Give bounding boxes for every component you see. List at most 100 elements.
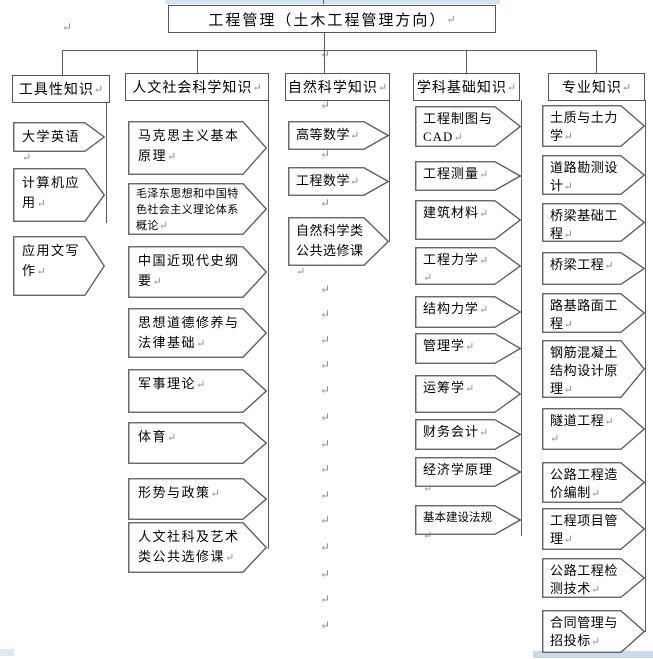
course-shape[interactable]: 人文社科及艺术类公共选修课↵ <box>128 522 267 573</box>
course-shape[interactable]: 马克思主义基本原理↵ <box>128 121 267 175</box>
paragraph-mark-icon: ↵ <box>563 534 573 546</box>
paragraph-mark-icon: ↵ <box>479 255 489 267</box>
connector-line <box>62 50 596 51</box>
course-shape[interactable]: 应用文写作↵ <box>13 236 105 296</box>
course-shape[interactable]: 路基路面工程↵ <box>542 293 645 333</box>
course-shape[interactable]: 财务会计↵ <box>415 419 521 450</box>
course-label: 土质与土力学↵ <box>550 110 619 143</box>
course-shape[interactable]: 基本建设法规↵ <box>415 505 521 542</box>
paragraph-mark-icon: ↵ <box>93 83 104 96</box>
paragraph-mark-icon: ↵ <box>590 636 601 648</box>
category-label: 自然科学知识 <box>287 81 378 96</box>
course-shape[interactable]: 军事理论↵ <box>128 369 267 413</box>
category-header-discipline-basics[interactable]: 学科基础知识↵ <box>413 73 520 101</box>
course-label: 工程制图与CAD↵ <box>423 111 494 144</box>
course-label: 建筑材料↵ <box>423 205 489 220</box>
paragraph-mark-icon: ↵ <box>563 384 573 396</box>
paragraph-mark-icon: ↵ <box>446 13 456 26</box>
course-shape[interactable]: 建筑材料↵ <box>415 200 521 240</box>
connector-line <box>62 50 63 75</box>
course-shape[interactable]: 工程数学↵ <box>288 167 389 196</box>
paragraph-mark-icon: ↵ <box>350 176 360 188</box>
course-label: 工程力学↵↵ <box>415 247 521 286</box>
paragraph-mark-icon: ↵ <box>320 196 331 210</box>
paragraph-mark-icon: ↵ <box>465 383 475 395</box>
course-label: 钢筋混凝土结构设计原理↵ <box>550 345 619 396</box>
paragraph-mark-icon: ↵ <box>320 282 331 296</box>
course-shape[interactable]: 自然科学类公共选修课↵ <box>288 217 389 278</box>
course-shape[interactable]: 桥梁基础工程↵ <box>542 203 645 242</box>
course-shape[interactable]: 计算机应用↵ <box>13 168 105 222</box>
course-shape[interactable]: 桥梁工程↵ <box>542 252 645 285</box>
paragraph-mark-icon: ↵ <box>196 338 206 350</box>
category-header-tools[interactable]: 工具性知识↵ <box>12 75 110 103</box>
course-label: 运筹学↵ <box>423 380 475 395</box>
course-shape[interactable]: 思想道德修养与法律基础↵ <box>128 308 267 358</box>
category-label: 工具性知识 <box>18 83 94 98</box>
course-shape[interactable]: 经济学原理↵ <box>415 457 521 495</box>
course-shape[interactable]: 工程测量↵ <box>415 161 521 191</box>
course-shape[interactable]: 钢筋混凝土结构设计原理↵ <box>542 340 645 398</box>
course-shape[interactable]: 毛泽东思想和中国特色社会主义理论体系概论↵ <box>128 183 267 235</box>
paragraph-mark-icon: ↵ <box>563 181 573 193</box>
course-label: 管理学↵ <box>423 338 475 353</box>
column-line <box>389 100 390 242</box>
course-shape[interactable]: 中国近现代史纲要↵ <box>128 246 267 298</box>
course-label: 思想道德修养与法律基础↵ <box>138 315 240 350</box>
course-shape[interactable]: 大学英语↵ <box>13 122 105 164</box>
column-line <box>521 100 522 536</box>
course-label: 合同管理与招投标↵ <box>550 615 619 648</box>
course-label: 财务会计↵ <box>423 424 489 439</box>
course-shape[interactable]: 管理学↵ <box>415 333 521 364</box>
selection-artifact-corner <box>0 649 14 656</box>
course-shape[interactable]: 土质与土力学↵ <box>542 105 645 147</box>
paragraph-mark-icon: ↵ <box>479 304 489 316</box>
paragraph-mark-icon: ↵ <box>604 260 614 272</box>
paragraph-mark-icon: ↵ <box>36 198 46 210</box>
diagram-title-box[interactable]: 工程管理（土木工程管理方向）↵ <box>168 5 496 33</box>
course-shape[interactable]: 工程项目管理↵ <box>542 508 645 550</box>
paragraph-mark-icon: ↵ <box>36 266 46 278</box>
course-label: 桥梁工程↵ <box>550 257 614 272</box>
category-header-humanities[interactable]: 人文社会科学知识↵ <box>125 73 269 101</box>
course-shape[interactable]: 结构力学↵ <box>415 296 521 328</box>
course-shape[interactable]: 运筹学↵ <box>415 375 521 413</box>
connector-line <box>324 32 325 73</box>
course-shape[interactable]: 公路工程造价编制↵ <box>542 462 645 503</box>
course-label: 军事理论↵ <box>138 376 206 391</box>
paragraph-mark-icon: ↵ <box>320 592 331 606</box>
paragraph-mark-icon: ↵ <box>479 427 489 439</box>
paragraph-mark-icon: ↵ <box>320 462 331 476</box>
column-line <box>645 100 646 632</box>
paragraph-mark-icon: ↵ <box>320 540 331 554</box>
course-label: 计算机应用↵ <box>22 175 81 210</box>
course-shape[interactable]: 工程力学↵↵ <box>415 247 521 285</box>
paragraph-mark-icon: ↵ <box>453 132 463 144</box>
paragraph-mark-icon: ↵ <box>62 20 73 34</box>
column-line <box>106 102 107 223</box>
paragraph-mark-icon: ↵ <box>479 208 489 220</box>
paragraph-mark-icon: ↵ <box>350 130 360 142</box>
course-shape[interactable]: 形势与政策↵ <box>128 478 267 520</box>
category-header-natural-science[interactable]: 自然科学知识↵ <box>285 73 390 101</box>
course-label: 路基路面工程↵ <box>550 298 619 331</box>
paragraph-mark-icon: ↵ <box>320 410 331 424</box>
course-shape[interactable]: 隧道工程↵↵ <box>542 408 645 450</box>
course-shape[interactable]: 高等数学↵ <box>288 121 389 150</box>
paragraph-mark-icon: ↵ <box>550 433 560 445</box>
category-header-professional[interactable]: 专业知识↵ <box>548 73 645 101</box>
course-shape[interactable]: 合同管理与招投标↵ <box>542 610 645 653</box>
course-label: 经济学原理↵ <box>423 462 494 495</box>
paragraph-mark-icon: ↵ <box>320 488 331 502</box>
paragraph-mark-icon: ↵ <box>320 437 331 451</box>
course-shape[interactable]: 道路勘测设计↵ <box>542 155 645 195</box>
paragraph-mark-icon: ↵ <box>423 272 433 284</box>
connector-line <box>323 0 324 4</box>
course-label: 高等数学↵ <box>296 127 360 142</box>
paragraph-mark-icon: ↵ <box>320 98 331 112</box>
course-label: 道路勘测设计↵ <box>550 160 619 193</box>
course-shape[interactable]: 工程制图与CAD↵ <box>415 106 521 147</box>
course-shape[interactable]: 体育↵ <box>128 422 267 464</box>
course-shape[interactable]: 公路工程检测技术↵ <box>542 558 645 598</box>
